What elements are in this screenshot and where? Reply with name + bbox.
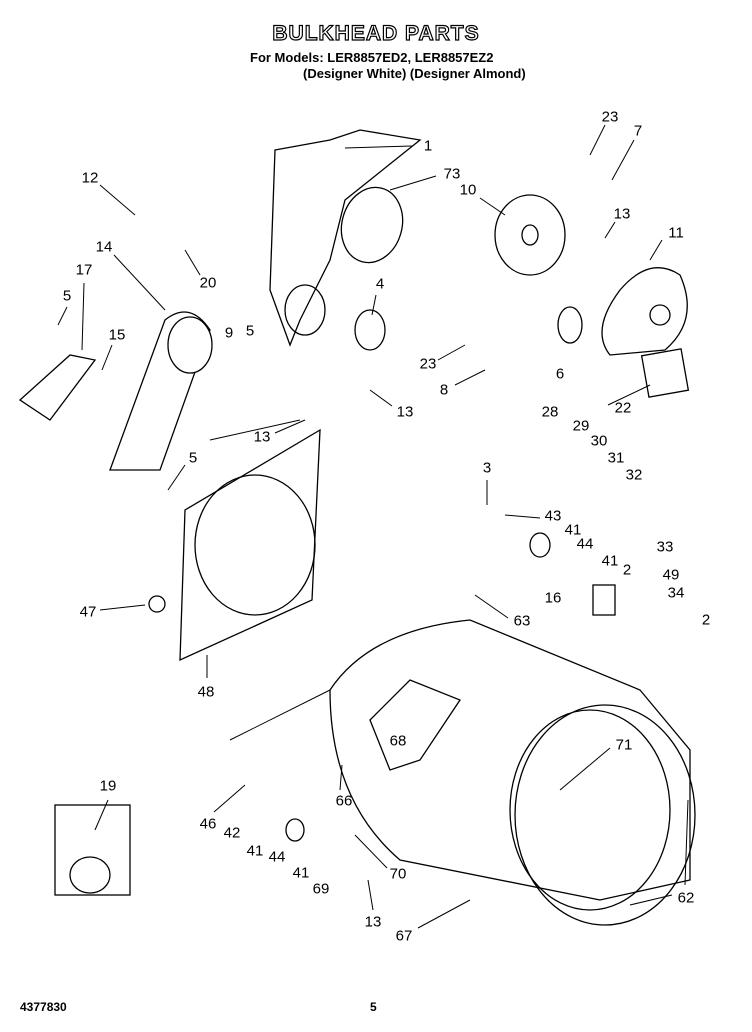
callout: 31 bbox=[607, 449, 625, 467]
callout: 29 bbox=[572, 417, 590, 435]
callout: 23 bbox=[601, 108, 619, 126]
callout: 7 bbox=[633, 122, 643, 140]
page-title: BULKHEAD PARTS bbox=[272, 21, 480, 45]
callout: 32 bbox=[625, 466, 643, 484]
callout: 41 bbox=[292, 864, 310, 882]
callout: 8 bbox=[439, 381, 449, 399]
colors-line: (Designer White) (Designer Almond) bbox=[303, 66, 526, 81]
callout: 41 bbox=[246, 842, 264, 860]
seal-6 bbox=[557, 306, 583, 344]
callout: 13 bbox=[613, 205, 631, 223]
callout: 47 bbox=[79, 603, 97, 621]
callout: 44 bbox=[576, 535, 594, 553]
blower-wheel bbox=[494, 194, 566, 276]
callout: 12 bbox=[81, 169, 99, 187]
drum-67 bbox=[329, 619, 691, 901]
callout: 20 bbox=[199, 274, 217, 292]
callout: 6 bbox=[555, 365, 565, 383]
callout: 46 bbox=[199, 815, 217, 833]
callout: 15 bbox=[108, 326, 126, 344]
callout: 4 bbox=[375, 275, 385, 293]
callout: 34 bbox=[667, 584, 685, 602]
callout: 33 bbox=[656, 538, 674, 556]
callout: 5 bbox=[245, 322, 255, 340]
bulkhead-48 bbox=[179, 428, 321, 662]
callout: 17 bbox=[75, 261, 93, 279]
callout: 19 bbox=[99, 777, 117, 795]
callout: 68 bbox=[389, 732, 407, 750]
callout: 69 bbox=[312, 880, 330, 898]
callout: 28 bbox=[541, 403, 559, 421]
lint-screen-17 bbox=[18, 354, 97, 421]
blower-housing bbox=[601, 267, 688, 356]
callout: 2 bbox=[622, 561, 632, 579]
doc-number: 4377830 bbox=[20, 1000, 67, 1014]
callout: 16 bbox=[544, 589, 562, 607]
callout: 5 bbox=[188, 449, 198, 467]
callout: 5 bbox=[62, 287, 72, 305]
callout: 10 bbox=[459, 181, 477, 199]
callout: 41 bbox=[601, 552, 619, 570]
nut-47 bbox=[148, 595, 166, 613]
callout: 43 bbox=[544, 507, 562, 525]
label-22 bbox=[640, 348, 690, 398]
callout: 63 bbox=[513, 612, 531, 630]
seal-73 bbox=[340, 186, 404, 264]
duct-14 bbox=[109, 311, 211, 471]
callout: 71 bbox=[615, 736, 633, 754]
callout: 1 bbox=[423, 137, 433, 155]
roller-44 bbox=[529, 532, 551, 558]
callout: 67 bbox=[395, 927, 413, 945]
models-line: For Models: LER8857ED2, LER8857EZ2 bbox=[250, 50, 494, 65]
callout: 66 bbox=[335, 792, 353, 810]
callout: 44 bbox=[268, 848, 286, 866]
callout: 3 bbox=[482, 459, 492, 477]
baffle-68 bbox=[369, 679, 461, 771]
thermostat-16 bbox=[592, 584, 616, 616]
callout: 73 bbox=[443, 165, 461, 183]
callout: 9 bbox=[224, 324, 234, 342]
callout: 14 bbox=[95, 238, 113, 256]
callout: 49 bbox=[662, 566, 680, 584]
ring-4 bbox=[354, 309, 386, 351]
callout: 22 bbox=[614, 399, 632, 417]
page-number: 5 bbox=[370, 1000, 377, 1014]
callout: 11 bbox=[668, 224, 684, 242]
callout: 13 bbox=[396, 403, 414, 421]
callout: 62 bbox=[677, 889, 695, 907]
callout: 2 bbox=[701, 611, 711, 629]
callout: 23 bbox=[419, 355, 437, 373]
duct-housing bbox=[269, 129, 422, 347]
callout: 41 bbox=[564, 521, 582, 539]
callout: 13 bbox=[253, 428, 271, 446]
callout: 42 bbox=[223, 824, 241, 842]
leader-lines bbox=[57, 124, 689, 929]
callout: 48 bbox=[197, 683, 215, 701]
cord-clamp-19 bbox=[54, 804, 131, 896]
callout: 70 bbox=[389, 865, 407, 883]
callout: 13 bbox=[364, 913, 382, 931]
callout: 30 bbox=[590, 432, 608, 450]
